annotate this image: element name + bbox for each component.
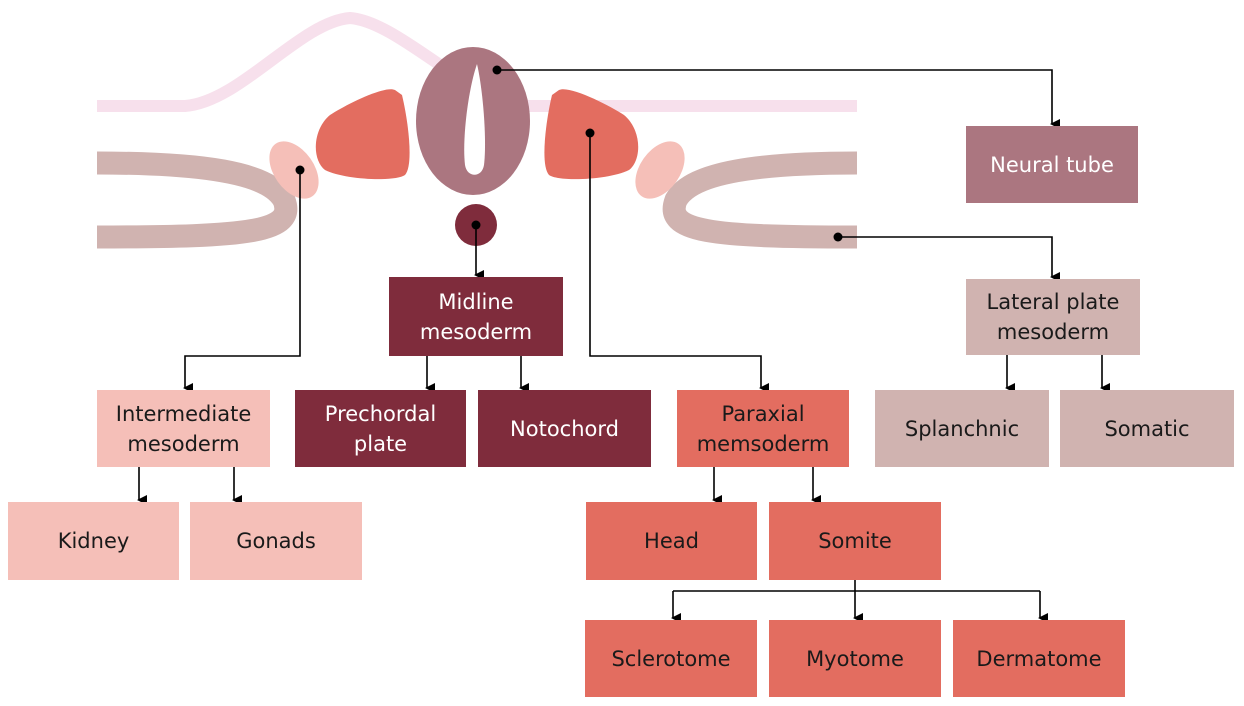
sclerotome-box: Sclerotome xyxy=(585,620,757,697)
myotome-box: Myotome xyxy=(769,620,941,697)
connectors xyxy=(137,69,1110,623)
prechordal-box: Prechordal plate xyxy=(295,390,466,467)
lateral-plate-left xyxy=(96,151,298,249)
head-box: Head xyxy=(586,502,757,580)
splanchnic-box: Splanchnic xyxy=(875,390,1049,467)
lateral-plate-box: Lateral plate mesoderm xyxy=(966,279,1140,355)
intermediate-left xyxy=(269,141,319,199)
intermediate-right xyxy=(635,141,685,199)
somatic-box: Somatic xyxy=(1060,390,1234,467)
lateral-plate-right xyxy=(662,151,858,249)
connector-paraxial xyxy=(589,133,769,393)
intermediate-box: Intermediate mesoderm xyxy=(97,390,270,467)
midline-box: Midline mesoderm xyxy=(389,277,563,356)
paraxial-box: Paraxial memsoderm xyxy=(677,390,849,467)
connector-lateral xyxy=(838,236,1060,282)
connector-intermediate xyxy=(183,170,301,393)
kidney-box: Kidney xyxy=(8,502,179,580)
paraxial-left xyxy=(315,89,410,180)
somite-box: Somite xyxy=(769,502,941,580)
neural-tube-box: Neural tube xyxy=(966,126,1138,203)
notochord-box: Notochord xyxy=(478,390,651,467)
anchor-dots xyxy=(295,65,843,242)
connector-neural-tube xyxy=(497,69,1060,129)
dermatome-box: Dermatome xyxy=(953,620,1125,697)
gonads-box: Gonads xyxy=(190,502,362,580)
neural-canal xyxy=(464,64,486,175)
